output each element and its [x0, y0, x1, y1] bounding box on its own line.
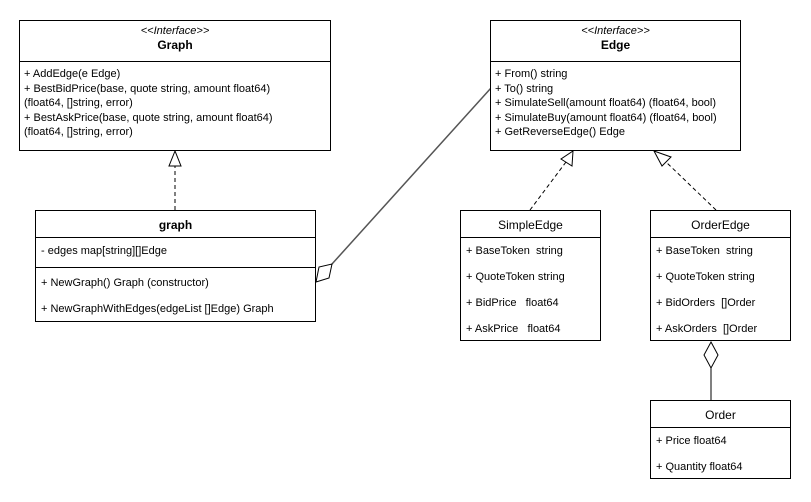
order-name: Order [705, 408, 736, 422]
simpleedge-name: SimpleEdge [498, 218, 563, 232]
simpleedge-box[interactable]: SimpleEdge + BaseToken string + QuoteTok… [460, 210, 601, 341]
simpleedge-realization-arrowhead [560, 150, 574, 167]
edge-interface-method: + SimulateBuy(amount float64) (float64, … [495, 111, 717, 124]
simpleedge-header: SimpleEdge [461, 211, 600, 238]
graph-class-header: graph [36, 211, 315, 238]
graph-class-fields: - edges map[string][]Edge [36, 238, 315, 268]
graph-edge-aggregation-line [331, 87, 492, 265]
graph-edge-aggregation-diamond [315, 263, 333, 283]
orderedge-realization-arrowhead [652, 150, 672, 167]
graph-interface-header: <<Interface>> Graph [20, 21, 330, 62]
simpleedge-field: + BaseToken string [466, 245, 563, 257]
simpleedge-field: + AskPrice float64 [466, 323, 561, 335]
orderedge-field: + BaseToken string [656, 245, 753, 257]
orderedge-name: OrderEdge [691, 218, 750, 232]
graph-interface-stereotype: <<Interface>> [140, 25, 210, 37]
order-field: + Quantity float64 [656, 461, 743, 473]
edge-interface-stereotype: <<Interface>> [581, 25, 650, 37]
orderedge-box[interactable]: OrderEdge + BaseToken string + QuoteToke… [650, 210, 791, 341]
edge-interface-box[interactable]: <<Interface>> Edge + From() string + To(… [490, 20, 741, 151]
order-fields: + Price float64 + Quantity float64 [651, 428, 790, 478]
graph-interface-method: + BestBidPrice(base, quote string, amoun… [24, 82, 271, 95]
simpleedge-fields: + BaseToken string + QuoteToken string +… [461, 238, 600, 340]
graph-interface-method: (float64, []string, error) [24, 126, 133, 138]
order-box[interactable]: Order + Price float64 + Quantity float64 [650, 400, 791, 479]
graph-class-name: graph [158, 218, 193, 232]
simpleedge-realizes-edge-line [529, 161, 567, 211]
edge-interface-name: Edge [600, 38, 631, 52]
simpleedge-field: + QuoteToken string [466, 271, 565, 283]
orderedge-field: + QuoteToken string [656, 271, 755, 283]
orderedge-fields: + BaseToken string + QuoteToken string +… [651, 238, 790, 340]
edge-interface-method: + To() string [495, 82, 554, 95]
simpleedge-field: + BidPrice float64 [466, 297, 559, 309]
graph-class-methods: + NewGraph() Graph (constructor) + NewGr… [36, 268, 315, 321]
edge-interface-method: + SimulateSell(amount float64) (float64,… [495, 97, 717, 109]
orderedge-header: OrderEdge [651, 211, 790, 238]
graph-interface-realization-arrowhead [168, 149, 182, 167]
graph-interface-method: (float64, []string, error) [24, 97, 133, 109]
edge-interface-methods: + From() string + To() string + Simulate… [491, 62, 740, 140]
graph-interface-method: + AddEdge(e Edge) [24, 68, 121, 80]
orderedge-realizes-edge-line [664, 160, 717, 211]
edge-interface-header: <<Interface>> Edge [491, 21, 740, 62]
graph-class-field: - edges map[string][]Edge [41, 245, 167, 257]
orderedge-field: + BidOrders []Order [656, 297, 756, 309]
graph-interface-name: Graph [157, 38, 193, 52]
edge-interface-method: + From() string [495, 68, 568, 80]
graph-class-method: + NewGraphWithEdges(edgeList []Edge) Gra… [41, 303, 274, 315]
graph-interface-methods: + AddEdge(e Edge) + BestBidPrice(base, q… [20, 62, 330, 140]
orderedge-field: + AskOrders []Order [656, 323, 758, 335]
orderedge-order-aggregation-diamond [703, 340, 719, 370]
graph-interface-box[interactable]: <<Interface>> Graph + AddEdge(e Edge) + … [19, 20, 331, 151]
graph-interface-method: + BestAskPrice(base, quote string, amoun… [24, 111, 273, 124]
graph-class-method: + NewGraph() Graph (constructor) [41, 277, 209, 289]
edge-interface-method: + GetReverseEdge() Edge [495, 126, 625, 138]
order-field: + Price float64 [656, 435, 727, 447]
order-header: Order [651, 401, 790, 428]
graph-class-box[interactable]: graph - edges map[string][]Edge + NewGra… [35, 210, 316, 322]
